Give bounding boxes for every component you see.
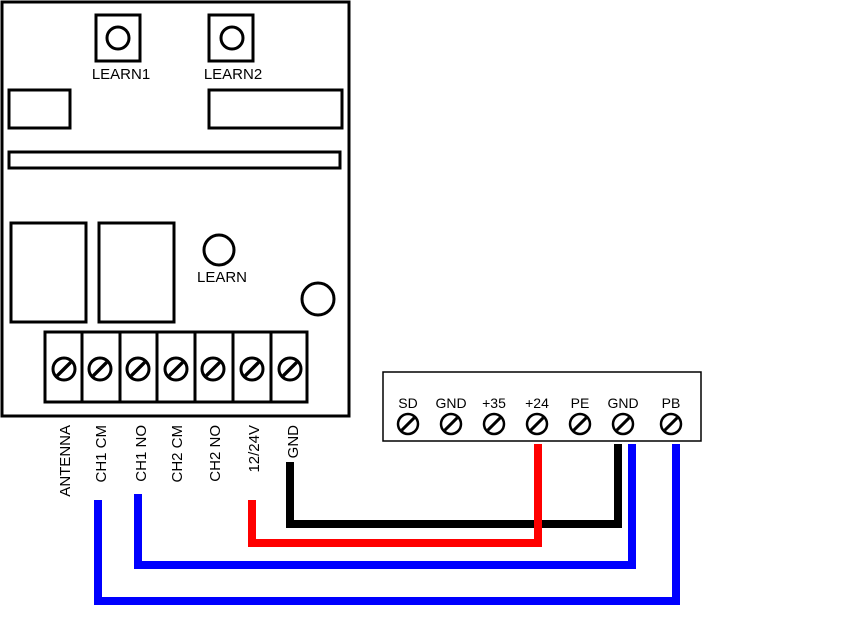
controller-terminal-screw [611, 412, 635, 436]
learn1-button [105, 25, 131, 51]
controller-terminal-label: PE [571, 395, 590, 411]
receiver-terminal-labels: ANTENNA CH1 CM CH1 NO CH2 CM CH2 NO 12/24V GND [57, 425, 302, 497]
controller-terminal-label: PB [662, 395, 681, 411]
controller-terminal-screw [439, 412, 463, 436]
receiver-terminal-label: CH1 CM [93, 425, 110, 483]
wires [94, 444, 680, 605]
learn1-label: LEARN1 [92, 66, 150, 83]
controller-terminal-label: GND [435, 395, 466, 411]
receiver-terminal-screw [277, 356, 303, 382]
controller-terminal-screw [396, 412, 420, 436]
receiver-terminal-screw [163, 356, 189, 382]
learn-button [202, 233, 236, 267]
receiver-terminal-screw [51, 356, 77, 382]
learn2-label: LEARN2 [204, 66, 262, 83]
receiver-board: LEARN1 LEARN2 LEARN [0, 0, 351, 418]
receiver-terminal-screw [200, 356, 226, 382]
wire-ch1-cm-blue [94, 444, 680, 605]
receiver-terminal-label: 12/24V [246, 425, 263, 473]
receiver-terminals [51, 332, 303, 402]
controller-terminal-label: GND [607, 395, 638, 411]
controller-terminals: SD GND +35 +24 PE GND PB [396, 395, 683, 436]
pcb-strip [7, 150, 342, 170]
controller-terminal-label: SD [398, 395, 417, 411]
controller-terminal-label: +35 [482, 395, 506, 411]
controller-terminal-screw [568, 412, 592, 436]
receiver-terminal-screw [125, 356, 151, 382]
receiver-terminal-label: CH1 NO [133, 425, 150, 482]
learn-label: LEARN [197, 269, 247, 286]
receiver-terminal-label: ANTENNA [57, 425, 74, 497]
relay-1 [9, 221, 88, 324]
receiver-terminal-label: CH2 NO [207, 425, 224, 482]
led-indicator [300, 281, 336, 317]
receiver-terminal-label: GND [285, 425, 302, 459]
receiver-terminal-screw [87, 356, 113, 382]
controller-terminal-screw [482, 412, 506, 436]
component-left [7, 88, 72, 130]
wire-12-24v-red [248, 444, 542, 547]
controller-board: SD GND +35 +24 PE GND PB [382, 371, 702, 442]
learn2-button [219, 25, 245, 51]
relay-2 [97, 221, 176, 324]
controller-terminal-screw [525, 412, 549, 436]
wire-ch1-no-blue [134, 444, 636, 569]
receiver-terminal-screw [239, 356, 265, 382]
wire-gnd-black [286, 444, 622, 528]
learn2-button-housing [207, 13, 255, 63]
component-right [207, 88, 344, 130]
receiver-terminal-label: CH2 CM [169, 425, 186, 483]
controller-terminal-label: +24 [525, 395, 549, 411]
controller-terminal-screw [659, 412, 683, 436]
